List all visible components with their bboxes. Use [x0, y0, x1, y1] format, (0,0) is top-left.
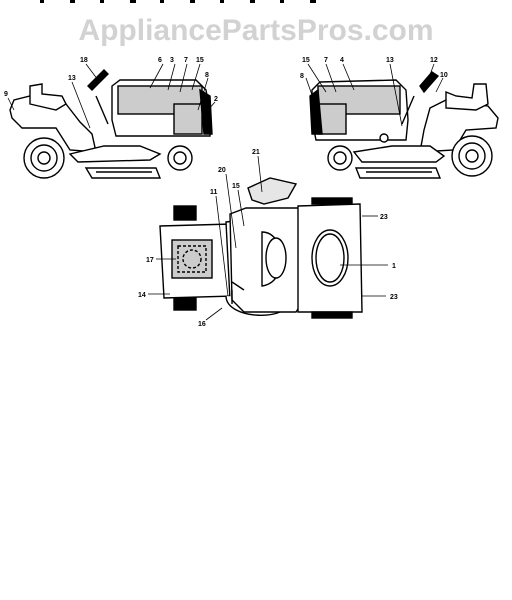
callout-top-23a: 23: [380, 214, 388, 221]
callout-right-15: 15: [302, 57, 310, 64]
callout-labels: 18 6 3 7 15 8 9 13 2 15 7 4 13 12 8 10 2…: [4, 57, 448, 328]
watermark-text: AppliancePartsPros.com: [78, 14, 434, 47]
callout-left-2: 2: [214, 96, 218, 103]
callout-top-16: 16: [198, 321, 206, 328]
callout-left-6: 6: [158, 57, 162, 64]
callout-left-13: 13: [68, 75, 76, 82]
right-view-leaders: [305, 63, 444, 127]
callout-left-8: 8: [205, 72, 209, 79]
callout-left-7: 7: [184, 57, 188, 64]
callout-top-23b: 23: [390, 294, 398, 301]
callout-top-21: 21: [252, 149, 260, 156]
callout-right-7: 7: [324, 57, 328, 64]
callout-top-20: 20: [218, 167, 226, 174]
callout-top-1: 1: [392, 263, 396, 270]
callout-top-11: 11: [210, 189, 218, 196]
callout-right-13: 13: [386, 57, 394, 64]
top-view: [159, 177, 363, 319]
left-side-view: [9, 69, 213, 179]
callout-right-12: 12: [430, 57, 438, 64]
right-side-view: [309, 71, 499, 179]
callout-right-4: 4: [340, 57, 344, 64]
callout-top-17: 17: [146, 257, 154, 264]
callout-left-18: 18: [80, 57, 88, 64]
callout-left-15: 15: [196, 57, 204, 64]
callout-right-10: 10: [440, 72, 448, 79]
callout-right-8: 8: [300, 73, 304, 80]
callout-top-15: 15: [232, 183, 240, 190]
left-view-leaders: [7, 63, 216, 129]
callout-left-3: 3: [170, 57, 174, 64]
top-edge-marks: [40, 0, 316, 3]
callout-left-9: 9: [4, 91, 8, 98]
top-view-leaders: [148, 155, 388, 321]
callout-top-14: 14: [138, 292, 146, 299]
